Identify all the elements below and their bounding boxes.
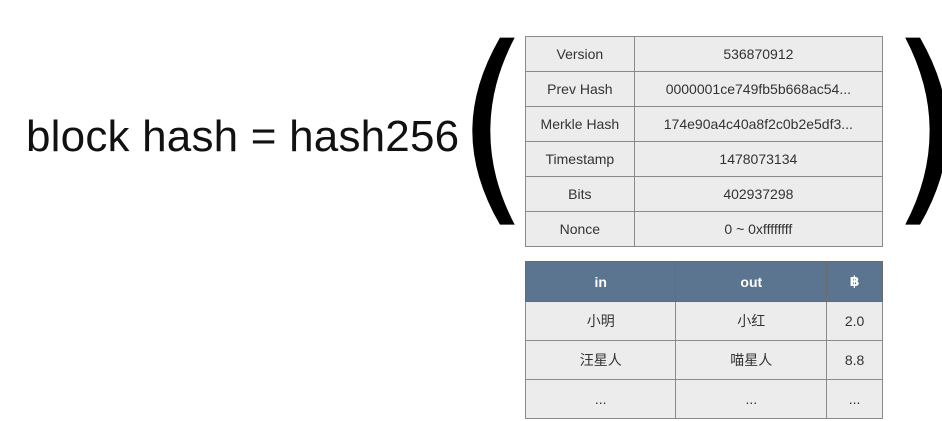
column-header-bitcoin: ฿ <box>826 261 883 302</box>
table-row: 小明 小红 2.0 <box>524 301 883 341</box>
table-row: Bits 402937298 <box>525 176 884 212</box>
table-row: ... ... ... <box>524 379 883 419</box>
field-value-timestamp: 1478073134 <box>633 141 884 177</box>
table-row: Version 536870912 <box>525 36 884 72</box>
cell-out: 喵星人 <box>675 340 828 380</box>
table-row: Nonce 0 ~ 0xffffffff <box>525 211 884 247</box>
field-value-merkle-hash: 174e90a4c40a8f2c0b2e5df3... <box>633 106 884 142</box>
field-value-bits: 402937298 <box>633 176 884 212</box>
cell-amount: ... <box>826 379 883 419</box>
field-label-prev-hash: Prev Hash <box>525 71 635 107</box>
field-label-nonce: Nonce <box>525 211 635 247</box>
left-parenthesis: ( <box>456 2 530 247</box>
formula-text: block hash = hash256 <box>26 112 460 161</box>
table-row: Timestamp 1478073134 <box>525 141 884 177</box>
transactions-table: in out ฿ 小明 小红 2.0 汪星人 喵星人 8.8 ... ... .… <box>524 261 883 419</box>
block-header-table: Version 536870912 Prev Hash 0000001ce749… <box>525 36 884 247</box>
cell-amount: 8.8 <box>826 340 883 380</box>
cell-amount: 2.0 <box>826 301 883 341</box>
cell-in: ... <box>524 379 677 419</box>
right-parenthesis: ) <box>890 20 942 230</box>
table-header-row: in out ฿ <box>524 261 883 302</box>
cell-out: 小红 <box>675 301 828 341</box>
field-value-nonce: 0 ~ 0xffffffff <box>633 211 884 247</box>
cell-in: 汪星人 <box>524 340 677 380</box>
field-label-bits: Bits <box>525 176 635 212</box>
cell-in: 小明 <box>524 301 677 341</box>
field-label-version: Version <box>525 36 635 72</box>
table-row: Prev Hash 0000001ce749fb5b668ac54... <box>525 71 884 107</box>
field-value-version: 536870912 <box>633 36 884 72</box>
column-header-out: out <box>675 261 828 302</box>
field-label-timestamp: Timestamp <box>525 141 635 177</box>
table-row: 汪星人 喵星人 8.8 <box>524 340 883 380</box>
table-row: Merkle Hash 174e90a4c40a8f2c0b2e5df3... <box>525 106 884 142</box>
column-header-in: in <box>524 261 677 302</box>
field-value-prev-hash: 0000001ce749fb5b668ac54... <box>633 71 884 107</box>
cell-out: ... <box>675 379 828 419</box>
field-label-merkle-hash: Merkle Hash <box>525 106 635 142</box>
